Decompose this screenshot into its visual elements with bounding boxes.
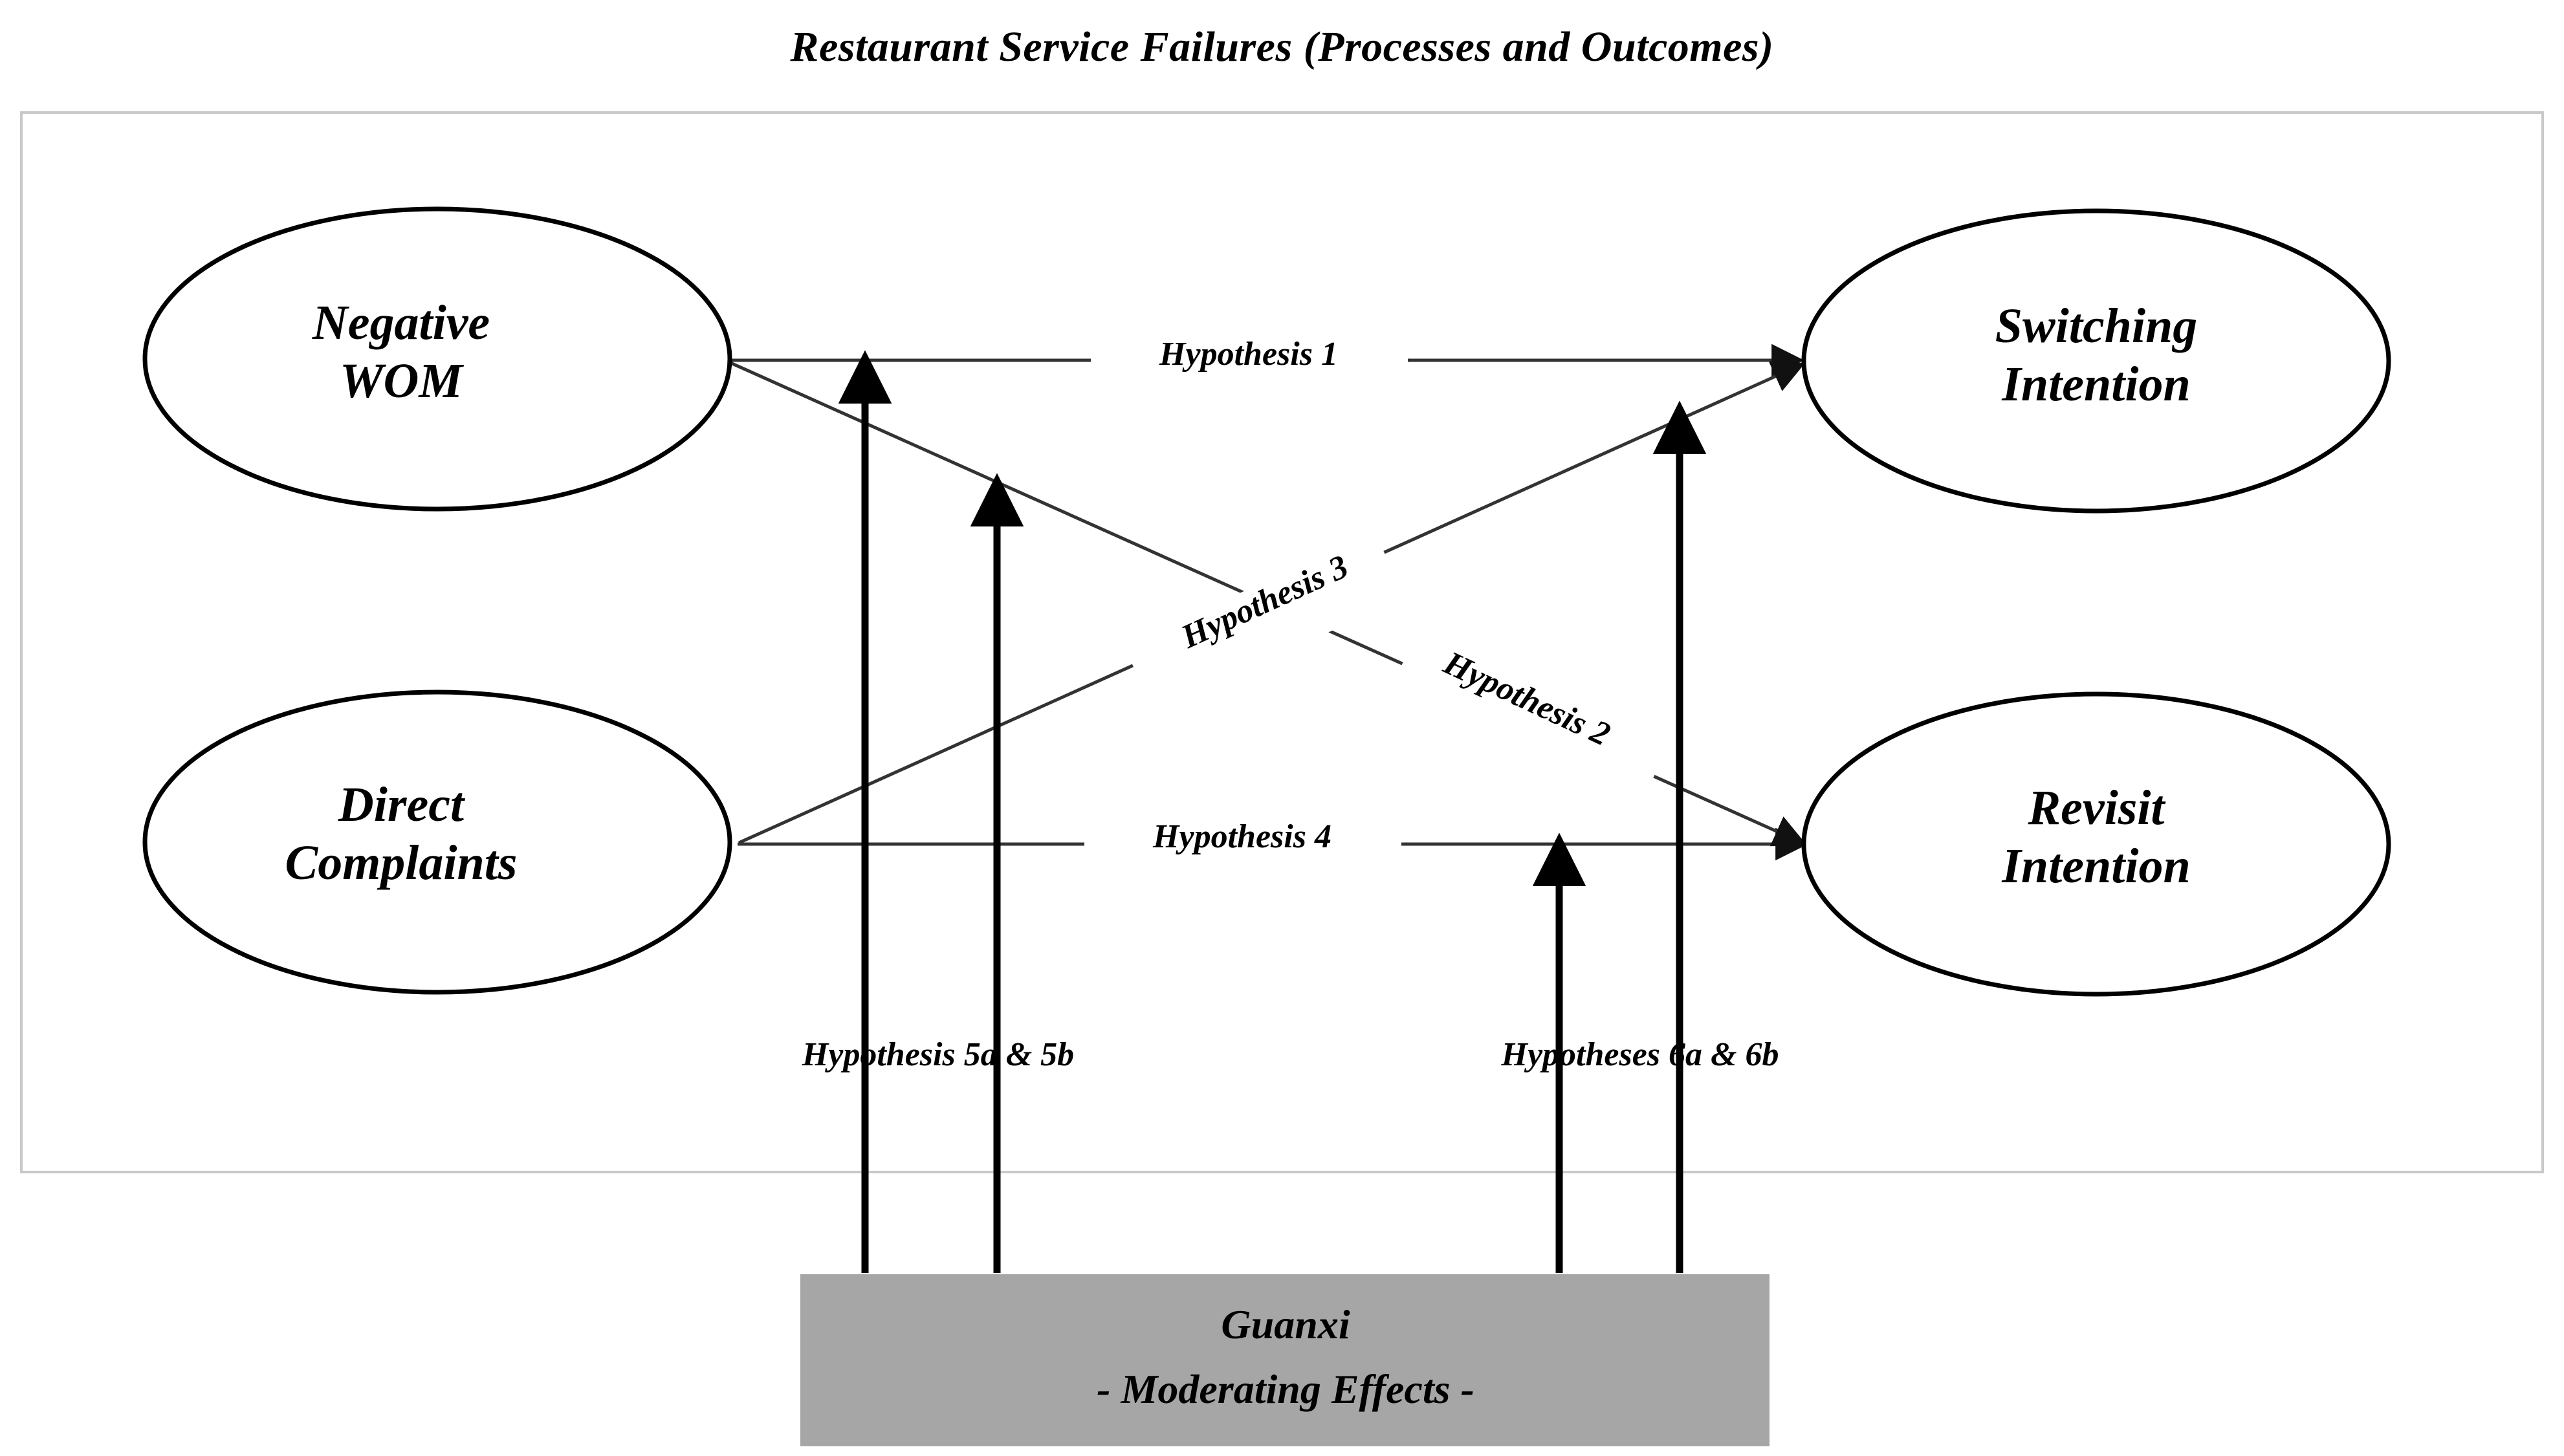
node-switching-intention[interactable] bbox=[1801, 208, 2391, 514]
node-revisit-intention[interactable] bbox=[1801, 691, 2391, 997]
diagram-frame bbox=[20, 111, 2544, 1173]
moderator-box[interactable] bbox=[800, 1274, 1770, 1446]
node-negative-wom[interactable] bbox=[142, 206, 732, 512]
node-direct-complaints[interactable] bbox=[142, 690, 732, 995]
